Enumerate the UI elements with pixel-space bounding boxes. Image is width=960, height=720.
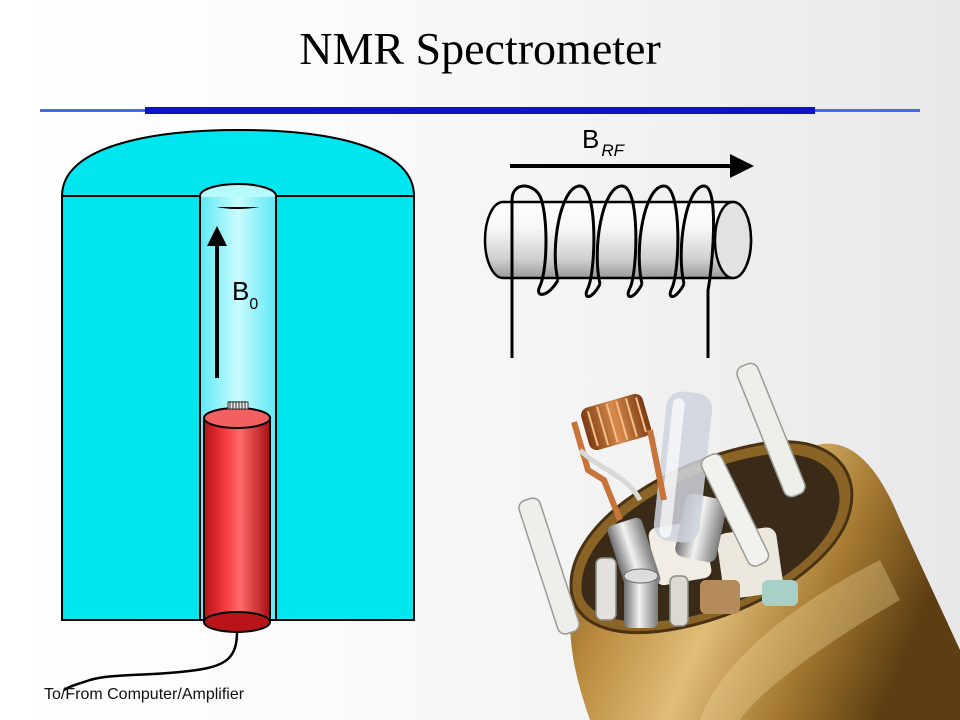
slide-title: NMR Spectrometer: [299, 23, 661, 74]
nmr-probe-icon: [203, 401, 271, 633]
title-underline-thick: [145, 107, 815, 114]
b0-field-arrow: [207, 226, 227, 378]
probe-hardware-photo: [518, 362, 960, 720]
magnet-dome: [60, 128, 416, 197]
brf-field-arrow: [510, 154, 754, 178]
rf-coil-icon: [483, 154, 754, 358]
probe-coil-icon: [227, 401, 249, 410]
b0-label: B0: [232, 276, 258, 313]
cable-caption: To/From Computer/Amplifier: [44, 686, 245, 703]
probe-cable: [63, 631, 239, 692]
